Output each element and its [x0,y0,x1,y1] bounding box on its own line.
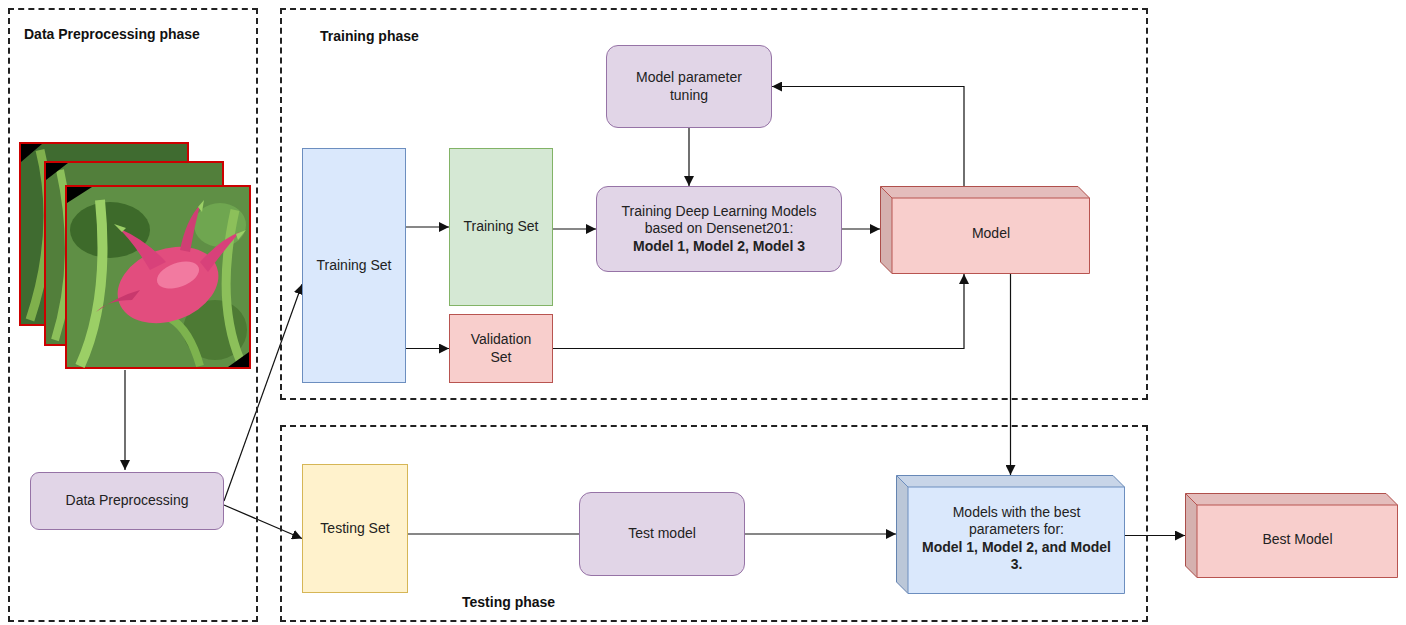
dataset-box: Training Set [302,148,406,383]
flow-arrow [224,505,302,539]
leaf [170,318,200,366]
phase-label: Data Preprocessing phase [24,26,200,42]
box-label: Training Deep Learning Models based on D… [608,203,830,238]
model-cube: Best Model [1185,493,1398,578]
phase-region: Model parameter tuningTraining SetTraini… [280,8,1148,400]
box-label: Model parameter tuning [629,69,749,104]
cube-edge [897,476,1125,594]
phase-region: Data Preprocessing Data Preprocessing pha… [8,8,258,622]
fruit-bract [200,232,240,272]
process-box: Model parameter tuning [606,45,772,128]
photo-corner [46,163,68,180]
model-cube: Models with the best parameters for:Mode… [896,475,1125,594]
cube-edge [1186,494,1398,578]
bract-tip [114,224,126,232]
process-box: Test model [579,492,745,576]
flow-arrow [224,284,302,501]
flow-arrow [745,533,896,534]
dataset-box: Testing Set [302,464,408,593]
phase-label: Testing phase [462,594,555,610]
box-label: Model 1, Model 2, Model 3 [608,238,830,256]
leaf [80,200,103,366]
bract-tip [198,200,204,212]
box-label: Training Set [464,218,539,236]
cube-outline [1186,494,1398,578]
box-label: Models with the best parameters for: [922,504,1112,539]
process-box: Training Deep Learning Models based on D… [596,186,842,272]
flow-arrow [124,370,125,470]
fruit-body [107,233,229,336]
cube-edge [881,187,1090,274]
flow-arrow [553,228,596,229]
flow-arrow [772,87,964,187]
photo-corner [21,144,42,162]
cube-top-face [881,187,1090,199]
photo-front [66,186,250,368]
box-label: Model [972,225,1010,243]
flow-arrow [553,274,964,349]
cube-top-face [1186,494,1398,506]
box-label: Best Model [1262,531,1332,549]
photo-frame [66,186,250,368]
box-label: Model 1, Model 2, and Model 3. [922,539,1112,574]
leaf [226,210,240,360]
photo-corner [228,352,249,367]
cube-outline [881,187,1090,274]
flow-arrow [406,226,449,227]
box-label: Data Preprocessing [66,492,189,510]
cube-side-face [881,187,893,274]
cube-outline [897,476,1125,594]
cube-top-face [897,476,1125,488]
photo-corner [67,187,92,203]
flow-arrow [842,228,880,229]
box-label: Test model [628,525,696,543]
phase-region: Testing Set Test model Models with the bes… [280,425,1148,622]
fruit-bract [180,205,200,252]
flow-arrow [688,128,689,186]
box-label: Testing Set [320,520,389,538]
flow-arrow [1125,535,1185,536]
model-cube: Model [880,186,1090,274]
process-box: Data Preprocessing [30,472,224,530]
dataset-box: Training Set [449,148,553,306]
cube-side-face [1186,494,1198,578]
bract-tip [236,230,246,240]
flow-arrow [406,348,449,349]
box-label: Validation Set [461,331,541,366]
dataset-box: Validation Set [449,314,553,383]
box-label: Training Set [317,257,392,275]
cube-side-face [897,476,909,594]
phase-label: Training phase [320,28,419,44]
flow-line [408,533,579,534]
flow-arrow [1010,274,1011,475]
fruit-bract [96,290,140,312]
fruit-bract [118,228,166,270]
